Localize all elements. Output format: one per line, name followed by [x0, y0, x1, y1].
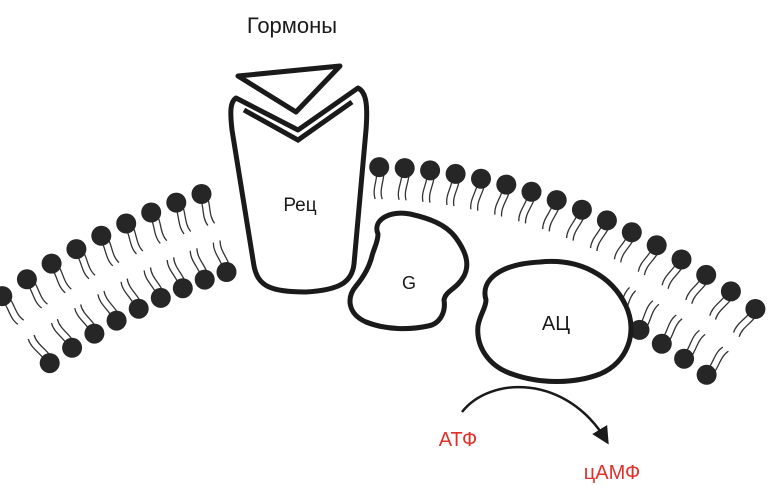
phospholipid-head-outer [192, 184, 212, 204]
phospholipid-head-inner [652, 334, 672, 354]
g-protein-shape [350, 213, 467, 329]
phospholipid-head-inner [173, 278, 193, 298]
hormones-label: Гормоны [247, 13, 337, 38]
phospholipid-head-outer [141, 203, 161, 223]
g-protein-label: G [402, 273, 416, 293]
phospholipid-head-outer [446, 164, 466, 184]
phospholipid-head-inner [40, 353, 60, 373]
phospholipid-head-outer [471, 169, 491, 189]
phospholipid-head-outer [369, 157, 389, 177]
phospholipid-head-inner [697, 365, 717, 385]
phospholipid-head-outer [116, 214, 136, 234]
camp-label: цАМФ [584, 462, 640, 484]
phospholipid-head-outer [672, 250, 692, 270]
phospholipid-head-outer [496, 175, 516, 195]
phospholipid-head-outer [0, 286, 12, 306]
phospholipid-head-outer [420, 160, 440, 180]
phospholipid-head-inner [107, 311, 127, 331]
atp-label: АТФ [439, 429, 478, 451]
phospholipid-head-outer [721, 281, 741, 301]
phospholipid-head-outer [91, 226, 111, 246]
phospholipid-head-inner [217, 262, 237, 282]
phospholipid-head-outer [647, 235, 667, 255]
phospholipid-head-outer [572, 200, 592, 220]
receptor-shape [231, 88, 367, 292]
phospholipid-head-inner [674, 349, 694, 369]
phospholipid-head-outer [17, 269, 37, 289]
phospholipid-head-inner [195, 270, 215, 290]
phospholipid-head-outer [395, 158, 415, 178]
phospholipid-head-outer [745, 299, 765, 319]
phospholipid-head-outer [547, 190, 567, 210]
phospholipid-head-outer [622, 222, 642, 242]
phospholipid-head-outer [166, 193, 186, 213]
phospholipid-head-inner [151, 288, 171, 308]
receptor-label: Рец [283, 195, 316, 216]
phospholipid-head-inner [62, 338, 82, 358]
phospholipid-head-outer [696, 265, 716, 285]
phospholipid-head-outer [522, 182, 542, 202]
phospholipid-head-outer [597, 210, 617, 230]
adenylate-cyclase-label: АЦ [542, 313, 570, 335]
phospholipid-head-inner [84, 324, 104, 344]
phospholipid-head-inner [129, 299, 149, 319]
reaction-arrow [462, 387, 606, 440]
phospholipid-head-outer [42, 254, 62, 274]
phospholipid-head-outer [66, 239, 86, 259]
